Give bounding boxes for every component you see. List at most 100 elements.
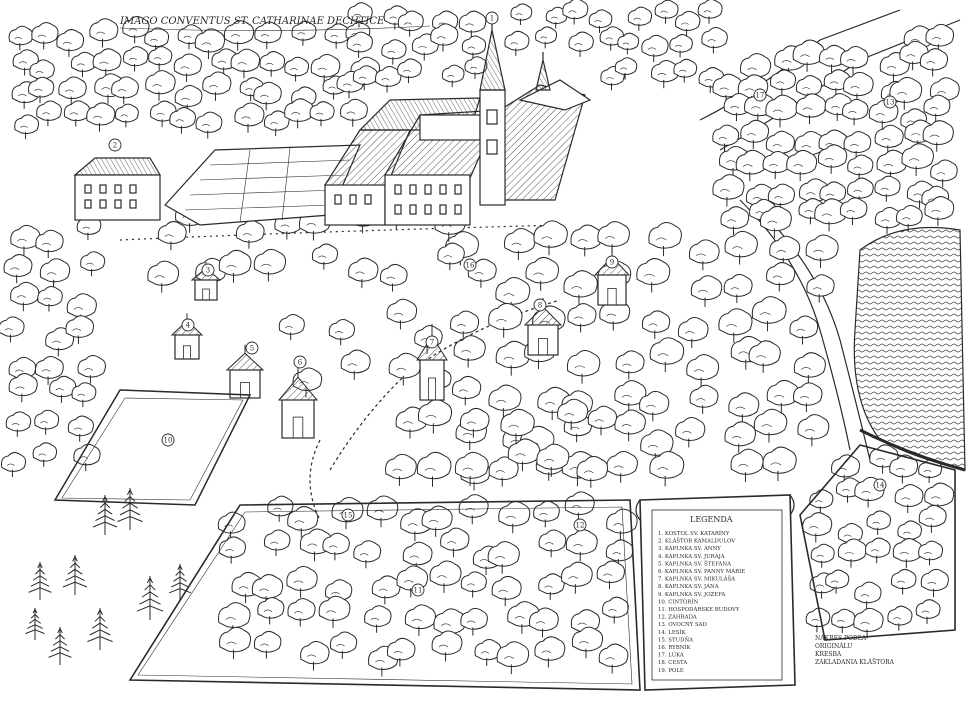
orchard-tree bbox=[576, 455, 609, 488]
orchard-tree bbox=[39, 258, 71, 289]
orchard-tree bbox=[278, 314, 305, 341]
orchard-tree bbox=[49, 375, 77, 403]
orchard-tree bbox=[792, 39, 825, 72]
orchard-tree bbox=[918, 504, 947, 533]
orchard-tree bbox=[525, 256, 560, 291]
orchard-tree bbox=[263, 529, 291, 557]
orchard-tree bbox=[366, 495, 399, 528]
orchard-tree bbox=[598, 643, 629, 674]
chapel bbox=[277, 365, 319, 439]
orchard-tree bbox=[169, 107, 196, 134]
chapels bbox=[170, 248, 631, 439]
orchard-tree bbox=[67, 415, 94, 442]
orchard-tree bbox=[504, 30, 530, 56]
orchard-tree bbox=[718, 308, 753, 343]
orchard-tree bbox=[430, 23, 459, 52]
svg-text:15: 15 bbox=[344, 512, 353, 520]
orchard-tree bbox=[34, 355, 64, 385]
orchard-tree bbox=[809, 489, 834, 514]
orchard-tree bbox=[766, 379, 800, 413]
orchard-tree bbox=[720, 206, 750, 236]
orchard-tree bbox=[712, 124, 740, 152]
orchard-tree bbox=[1, 452, 27, 478]
orchard-tree bbox=[404, 604, 436, 636]
right-enclosure bbox=[799, 444, 956, 641]
orchard-tree bbox=[817, 144, 848, 174]
number-marker: 4 bbox=[181, 318, 195, 332]
orchard-tree bbox=[536, 443, 570, 477]
number-marker: 15 bbox=[341, 508, 355, 522]
orchard-tree bbox=[148, 46, 173, 71]
orchard-tree bbox=[37, 286, 63, 312]
orchard-tree bbox=[218, 249, 252, 283]
chapel bbox=[190, 262, 222, 301]
svg-text:9: 9 bbox=[610, 259, 614, 267]
orchard-tree bbox=[440, 527, 470, 558]
svg-text:1: 1 bbox=[490, 15, 494, 23]
church-tower bbox=[479, 89, 506, 206]
conifer-tree bbox=[25, 608, 45, 640]
orchard-tree bbox=[65, 315, 94, 344]
orchard-tree bbox=[533, 500, 560, 528]
conifer-tree bbox=[136, 576, 164, 620]
number-marker: 5 bbox=[245, 341, 259, 355]
caption-line: KRESBA bbox=[815, 651, 842, 658]
orchard-tree bbox=[429, 560, 462, 593]
orchard-tree bbox=[810, 543, 835, 568]
number-marker: 2 bbox=[108, 138, 122, 152]
orchard-enclosure bbox=[128, 499, 641, 691]
orchard-tree bbox=[874, 207, 902, 234]
orchard-tree bbox=[324, 23, 350, 49]
orchard-tree bbox=[759, 205, 792, 239]
orchard-tree bbox=[563, 270, 598, 306]
orchard-tree bbox=[92, 48, 122, 78]
orchard-tree bbox=[923, 94, 951, 122]
orchard-tree bbox=[10, 224, 41, 256]
orchard-tree bbox=[797, 414, 830, 447]
orchard-tree bbox=[500, 408, 535, 444]
number-marker: 1 bbox=[485, 11, 499, 25]
orchard-tree bbox=[416, 451, 452, 487]
orchard-tree bbox=[606, 450, 638, 483]
orchard-tree bbox=[487, 541, 520, 574]
chapel bbox=[170, 313, 204, 360]
orchard-tree bbox=[724, 230, 758, 265]
orchard-tree bbox=[892, 538, 923, 569]
number-marker: 3 bbox=[201, 263, 215, 277]
orchard-tree bbox=[35, 229, 64, 259]
orchard-tree bbox=[218, 536, 246, 564]
svg-text:11: 11 bbox=[414, 587, 423, 595]
orchard-tree bbox=[259, 51, 286, 77]
orchard-tree bbox=[287, 506, 319, 538]
orchard-tree bbox=[730, 448, 764, 482]
orchard-tree bbox=[889, 76, 923, 110]
orchard-tree bbox=[347, 2, 373, 28]
orchard-tree bbox=[353, 540, 382, 569]
orchard-tree bbox=[701, 27, 728, 54]
orchard-tree bbox=[915, 599, 941, 625]
orchard-tree bbox=[195, 111, 223, 139]
orchard-tree bbox=[496, 641, 530, 675]
svg-text:2: 2 bbox=[113, 142, 117, 150]
orchard-tree bbox=[464, 56, 488, 80]
orchard-tree bbox=[641, 310, 671, 339]
svg-text:13: 13 bbox=[886, 99, 895, 107]
caption-line: NÁKRES PODĽA bbox=[815, 635, 867, 642]
orchard-tree bbox=[194, 28, 226, 59]
orchard-tree bbox=[843, 131, 872, 159]
outbuilding-wall bbox=[74, 174, 161, 221]
orchard-tree bbox=[837, 538, 867, 568]
orchard-tree bbox=[235, 219, 265, 249]
orchard-tree bbox=[386, 637, 416, 667]
orchard-tree bbox=[891, 568, 917, 595]
orchard-tree bbox=[728, 392, 760, 424]
orchard-tree bbox=[588, 9, 613, 33]
svg-text:8: 8 bbox=[538, 302, 542, 310]
orchard-tree bbox=[561, 561, 593, 594]
legend-entry: 4. KAPLNKA SV. JURAJA bbox=[658, 554, 725, 560]
orchard-tree bbox=[34, 409, 60, 435]
orchard-tree bbox=[450, 310, 480, 340]
pond bbox=[853, 226, 966, 472]
orchard-tree bbox=[874, 175, 901, 202]
